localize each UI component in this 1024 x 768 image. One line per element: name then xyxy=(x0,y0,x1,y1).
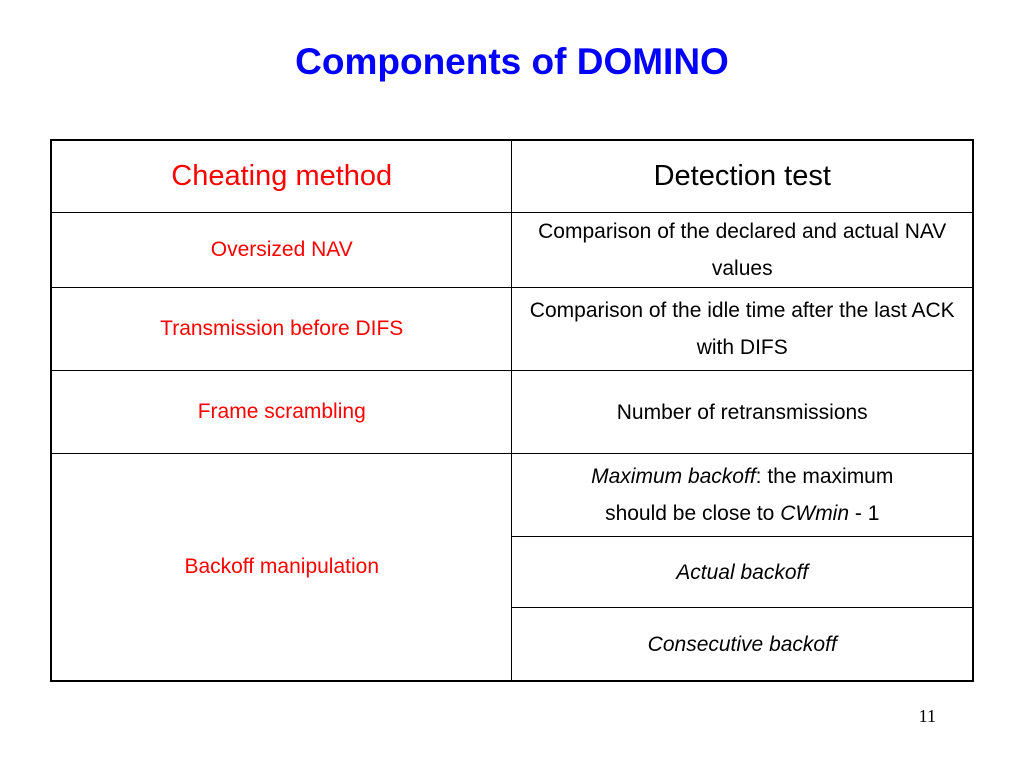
table-header-row: Cheating method Detection test xyxy=(50,139,974,213)
method-cell: Frame scrambling xyxy=(50,370,513,454)
table-row: Oversized NAV Comparison of the declared… xyxy=(50,212,974,288)
test-cell-actual-backoff: Actual backoff xyxy=(511,536,974,608)
method-cell: Transmission before DIFS xyxy=(50,287,513,371)
cwmin-term: CWmin xyxy=(780,502,850,525)
maximum-backoff-text-3: - 1 xyxy=(849,502,880,525)
table-row: Backoff manipulation Maximum backoff: th… xyxy=(50,453,974,682)
header-detection-test: Detection test xyxy=(511,139,974,213)
test-cell-consecutive-backoff: Consecutive backoff xyxy=(511,607,974,682)
method-cell-backoff: Backoff manipulation xyxy=(50,453,513,682)
cheating-detection-table: Cheating method Detection test Oversized… xyxy=(50,139,974,682)
test-cell: Comparison of the declared and actual NA… xyxy=(511,212,974,288)
table-row: Frame scrambling Number of retransmissio… xyxy=(50,370,974,454)
test-cell: Comparison of the idle time after the la… xyxy=(511,287,974,371)
table-row: Consecutive backoff xyxy=(51,607,974,682)
maximum-backoff-term: Maximum backoff xyxy=(591,465,756,488)
maximum-backoff-text: : the maximum xyxy=(755,465,894,488)
method-cell: Oversized NAV xyxy=(50,212,513,288)
table-row: Transmission before DIFS Comparison of t… xyxy=(50,287,974,371)
maximum-backoff-text-2: should be close to xyxy=(605,502,781,525)
test-cell-maximum-backoff: Maximum backoff: the maximum should be cl… xyxy=(511,453,974,537)
test-cell: Number of retransmissions xyxy=(511,370,974,454)
header-cheating-method: Cheating method xyxy=(50,139,513,213)
slide-title: Components of DOMINO xyxy=(295,41,729,82)
table-row: Actual backoff xyxy=(51,536,974,608)
page-number: 11 xyxy=(918,706,936,726)
